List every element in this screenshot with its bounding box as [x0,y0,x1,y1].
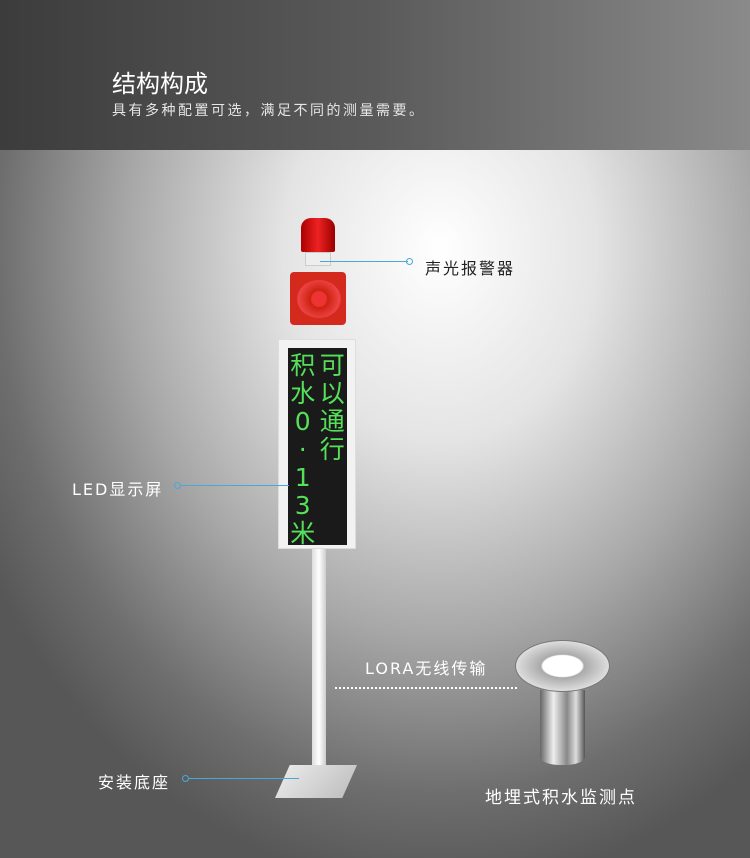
led-char: 可 [319,351,345,380]
led-leader-line [181,485,289,486]
led-screen: 积 水 0 · 1 3 米 可 以 通 行 [288,348,347,548]
led-char: 米 [290,519,316,548]
label-lora: LORA无线传输 [365,659,488,678]
sensor-tube [540,690,585,765]
alarm-leader-line [320,261,408,262]
alarm-speaker [290,272,346,325]
led-char: 行 [319,435,345,464]
led-display: 积 水 0 · 1 3 米 可 以 通 行 [278,339,356,549]
lora-dotted-line [335,687,517,689]
pole [312,545,326,770]
led-column-2: 可 以 通 行 [318,352,346,545]
led-char: 以 [319,379,345,408]
base-leader-line [189,778,299,779]
led-char: 积 [290,351,316,380]
mounting-base [275,765,357,798]
led-char: 0 [294,407,311,436]
label-base: 安装底座 [98,773,171,792]
led-char: 1 [294,463,311,492]
alarm-beacon [301,218,335,252]
speaker-horn [297,280,341,318]
page-subtitle: 具有多种配置可选，满足不同的测量需要。 [112,103,426,119]
header-band [0,0,750,150]
base-leader-dot [182,775,189,782]
led-char: 通 [319,407,345,436]
page-title: 结构构成 [112,70,208,98]
label-led: LED显示屏 [72,480,164,499]
led-char: 水 [290,379,316,408]
label-alarm: 声光报警器 [425,259,516,278]
led-char: · [298,435,307,464]
led-char: 3 [294,491,311,520]
label-sensor: 地埋式积水监测点 [485,788,637,808]
led-column-1: 积 水 0 · 1 3 米 [289,351,317,548]
alarm-leader-dot [406,258,413,265]
sensor-cap [515,640,610,692]
led-leader-dot [174,482,181,489]
alarm-collar [305,252,331,266]
